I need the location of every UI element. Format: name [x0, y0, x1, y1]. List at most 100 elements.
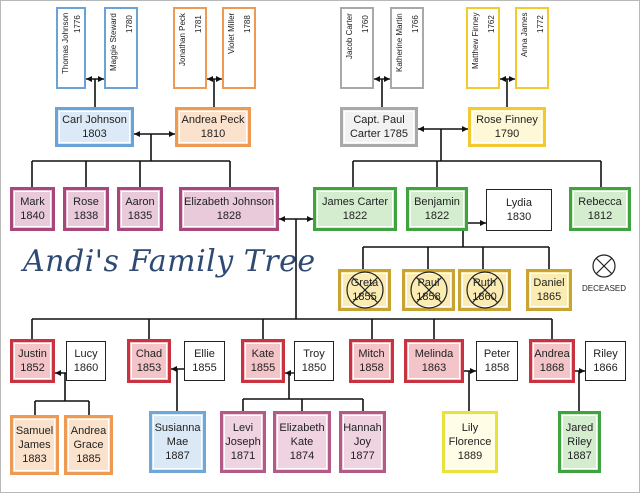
person-label: Justin 1852: [18, 348, 47, 374]
person-samuel-james: Samuel James 1883: [10, 415, 59, 475]
arrowhead: [86, 76, 92, 82]
person-label: Rose Finney 1790: [476, 114, 538, 140]
person-andrea-grace: Andrea Grace 1885: [64, 415, 113, 475]
crossed-circle-icon: [592, 254, 616, 278]
person-label: Melinda 1863: [414, 348, 454, 374]
person-carl-johnson: Carl Johnson 1803: [55, 107, 134, 147]
person-hannah-joy: Hannah Joy 1877: [339, 411, 386, 473]
person-label: Elizabeth Johnson 1828: [184, 196, 274, 222]
person-violet-miller: Violet Miller 1788: [222, 7, 256, 89]
person-birth-year: 1781: [194, 15, 203, 33]
person-label: Rose 1838: [73, 196, 99, 222]
arrowhead: [216, 76, 222, 82]
arrowhead: [462, 126, 468, 132]
person-anna-james: Anna James 1772: [515, 7, 549, 89]
person-label: Troy 1850: [301, 348, 327, 374]
deceased-crossed-circle-icon: [465, 271, 504, 309]
person-birth-year: 1780: [125, 15, 134, 33]
person-label: Mark 1840: [20, 196, 45, 222]
person-kate: Kate 1855: [241, 339, 285, 383]
person-troy: Troy 1850: [294, 341, 334, 381]
person-elizabeth-kate: Elizabeth Kate 1874: [273, 411, 331, 473]
person-label: Andrea Grace 1885: [70, 425, 107, 465]
person-katherine-martin: Katherine Martin 1766: [390, 7, 424, 89]
person-james-carter: James Carter 1822: [313, 187, 397, 231]
person-peter: Peter 1858: [476, 341, 518, 381]
person-riley: Riley 1866: [585, 341, 626, 381]
arrowhead: [307, 216, 313, 222]
person-name: Matthew Finney: [471, 13, 480, 70]
person-mark: Mark 1840: [10, 187, 55, 231]
arrowhead: [98, 76, 104, 82]
person-justin: Justin 1852: [10, 339, 55, 383]
person-birth-year: 1766: [411, 15, 420, 33]
person-rose-finney: Rose Finney 1790: [468, 107, 546, 147]
person-name: Violet Miller: [227, 13, 236, 55]
person-label: Chad 1853: [135, 348, 163, 374]
arrowhead: [285, 370, 291, 376]
arrowhead: [171, 366, 177, 372]
person-rose: Rose 1838: [63, 187, 109, 231]
person-label: Lily Florence 1889: [448, 422, 492, 462]
person-label: Andrea 1868: [534, 348, 570, 374]
person-label: Kate 1855: [250, 348, 276, 374]
person-label: Capt. Paul Carter 1785: [349, 114, 409, 140]
person-andrea-peck: Andrea Peck 1810: [175, 107, 251, 147]
person-name: Katherine Martin: [395, 13, 404, 72]
person-name: Anna James: [520, 13, 529, 58]
person-birth-year: 1788: [243, 15, 252, 33]
arrowhead: [279, 216, 285, 222]
person-rebecca: Rebecca 1812: [569, 187, 631, 231]
person-birth-year: 1760: [361, 15, 370, 33]
arrowhead: [470, 368, 476, 374]
person-name: Maggie Steward: [109, 13, 118, 71]
person-greta: Greta 1855: [338, 269, 391, 311]
person-mitch: Mitch 1858: [349, 339, 394, 383]
person-birth-year: 1772: [536, 15, 545, 33]
person-label: James Carter 1822: [321, 196, 389, 222]
person-label: Lucy 1860: [73, 348, 99, 374]
person-label: Jared Riley 1887: [565, 422, 594, 462]
person-daniel: Daniel 1865: [526, 269, 572, 311]
person-label: Elizabeth Kate 1874: [279, 422, 325, 462]
arrowhead: [384, 76, 390, 82]
person-label: Mitch 1858: [358, 348, 385, 374]
person-label: Greta 1855: [350, 277, 379, 303]
person-elizabeth-johnson: Elizabeth Johnson 1828: [179, 187, 279, 231]
person-name: Thomas Johnson: [61, 13, 70, 75]
diagram-title: Andi's Family Tree: [23, 244, 316, 279]
person-melinda: Melinda 1863: [404, 339, 464, 383]
person-aaron: Aaron 1835: [117, 187, 163, 231]
person-jared-riley: Jared Riley 1887: [558, 411, 601, 473]
person-lydia: Lydia 1830: [486, 189, 552, 231]
arrowhead: [55, 370, 61, 376]
person-lily-florence: Lily Florence 1889: [442, 411, 498, 473]
deceased-crossed-circle-icon: [345, 271, 384, 309]
legend-deceased-label: DECEASED: [582, 284, 627, 293]
person-label: Benjamin 1822: [414, 196, 460, 222]
person-label: Riley 1866: [593, 348, 618, 374]
arrowhead: [207, 76, 213, 82]
arrowhead: [579, 368, 585, 374]
person-label: Levi Joseph 1871: [225, 422, 261, 462]
person-chad: Chad 1853: [127, 339, 171, 383]
person-label: Samuel James 1883: [15, 425, 54, 465]
arrowhead: [418, 126, 424, 132]
person-lucy: Lucy 1860: [66, 341, 106, 381]
arrowhead: [509, 76, 515, 82]
person-maggie-steward: Maggie Steward 1780: [104, 7, 138, 89]
person-label: Ruth 1860: [472, 277, 497, 303]
person-levi-joseph: Levi Joseph 1871: [220, 411, 266, 473]
arrowhead: [134, 131, 140, 137]
person-label: Paul 1858: [416, 277, 441, 303]
person-label: Hannah Joy 1877: [343, 422, 382, 462]
person-benjamin: Benjamin 1822: [406, 187, 468, 231]
person-paul: Paul 1858: [402, 269, 455, 311]
person-label: Susianna Mae 1887: [154, 422, 201, 462]
